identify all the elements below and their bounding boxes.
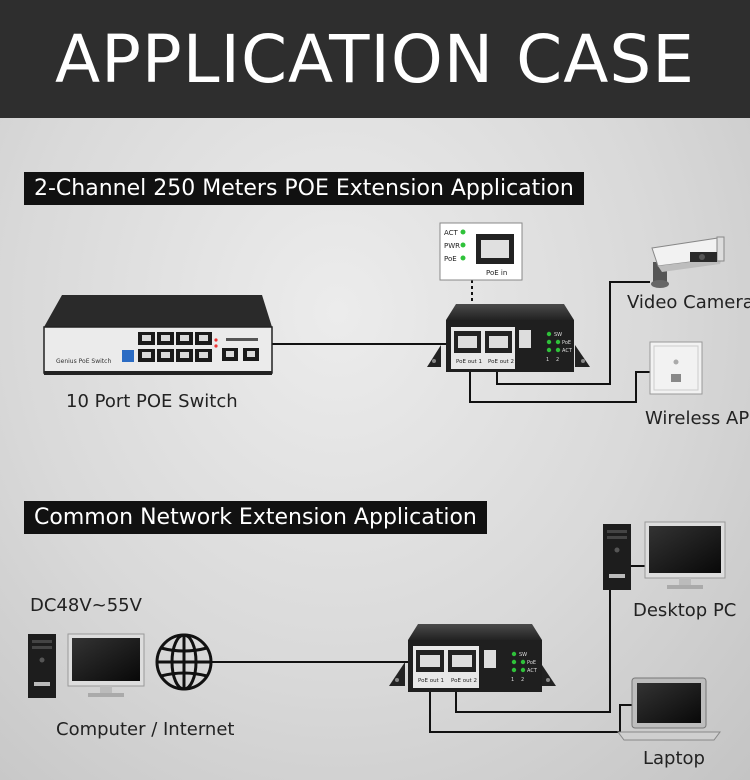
section1-label: 2-Channel 250 Meters POE Extension Appli…	[24, 172, 584, 205]
ext1-out1-text: PoE out 1	[456, 359, 482, 365]
indicator-act-text: ACT	[444, 229, 459, 237]
ext1-port2-text: 2	[556, 357, 559, 363]
switch-brand-text: Genius PoE Switch	[56, 358, 111, 365]
camera-icon	[651, 236, 725, 288]
laptop-caption: Laptop	[643, 748, 705, 769]
camera-caption: Video Camera	[627, 292, 750, 313]
ext2-port2-text: 2	[521, 677, 524, 683]
led-pwr	[460, 242, 466, 248]
ext2-port1-text: 1	[511, 677, 514, 683]
extender-2: PoE out 1 PoE out 2 SW PoE ACT 1 2	[389, 624, 556, 692]
ext1-out2-text: PoE out 2	[488, 359, 514, 365]
led-act	[460, 229, 466, 235]
indicator-poe-text: PoE	[444, 255, 457, 263]
ext1-poe-text: PoE	[562, 340, 571, 346]
poe-in-panel: ACT PWR PoE PoE in	[439, 222, 523, 281]
desktop-monitor-icon	[644, 521, 726, 589]
ap-caption: Wireless AP	[645, 408, 750, 429]
computer-caption: Computer / Internet	[56, 719, 235, 740]
power-caption: DC48V~55V	[30, 595, 142, 616]
section1-cables	[272, 280, 650, 403]
ext1-sw-text: SW	[554, 332, 562, 338]
ext1-port1-text: 1	[546, 357, 549, 363]
extender-to-laptop-cable	[429, 688, 633, 733]
laptop-icon	[617, 677, 721, 741]
dip-switch	[122, 350, 134, 362]
poe-switch: Genius PoE Switch	[43, 295, 273, 375]
desktop-caption: Desktop PC	[633, 600, 737, 621]
section2-label: Common Network Extension Application	[24, 501, 487, 534]
switch-caption: 10 Port POE Switch	[66, 391, 238, 412]
ext2-sw-text: SW	[519, 652, 527, 658]
wireless-ap-icon	[649, 341, 703, 395]
ext2-out2-text: PoE out 2	[451, 678, 477, 684]
indicator-pwr-text: PWR	[444, 242, 460, 250]
extender-1: PoE out 1 PoE out 2 SW PoE ACT 1 2	[427, 304, 590, 372]
ext1-act-text: ACT	[562, 348, 573, 354]
monitor-icon	[67, 633, 145, 697]
ext2-out1-text: PoE out 1	[418, 678, 444, 684]
poe-in-text: PoE in	[486, 269, 507, 277]
extender-to-camera-cable	[496, 281, 650, 385]
led-poe	[460, 255, 466, 261]
computer-tower-icon	[28, 634, 56, 698]
ext2-poe-text: PoE	[527, 660, 536, 666]
extender-to-ap-cable	[469, 371, 650, 403]
header-banner: APPLICATION CASE	[0, 0, 750, 118]
page-title: APPLICATION CASE	[54, 20, 695, 98]
desktop-tower-icon	[603, 524, 631, 590]
globe-icon	[155, 633, 213, 691]
ext2-act-text: ACT	[527, 668, 538, 674]
